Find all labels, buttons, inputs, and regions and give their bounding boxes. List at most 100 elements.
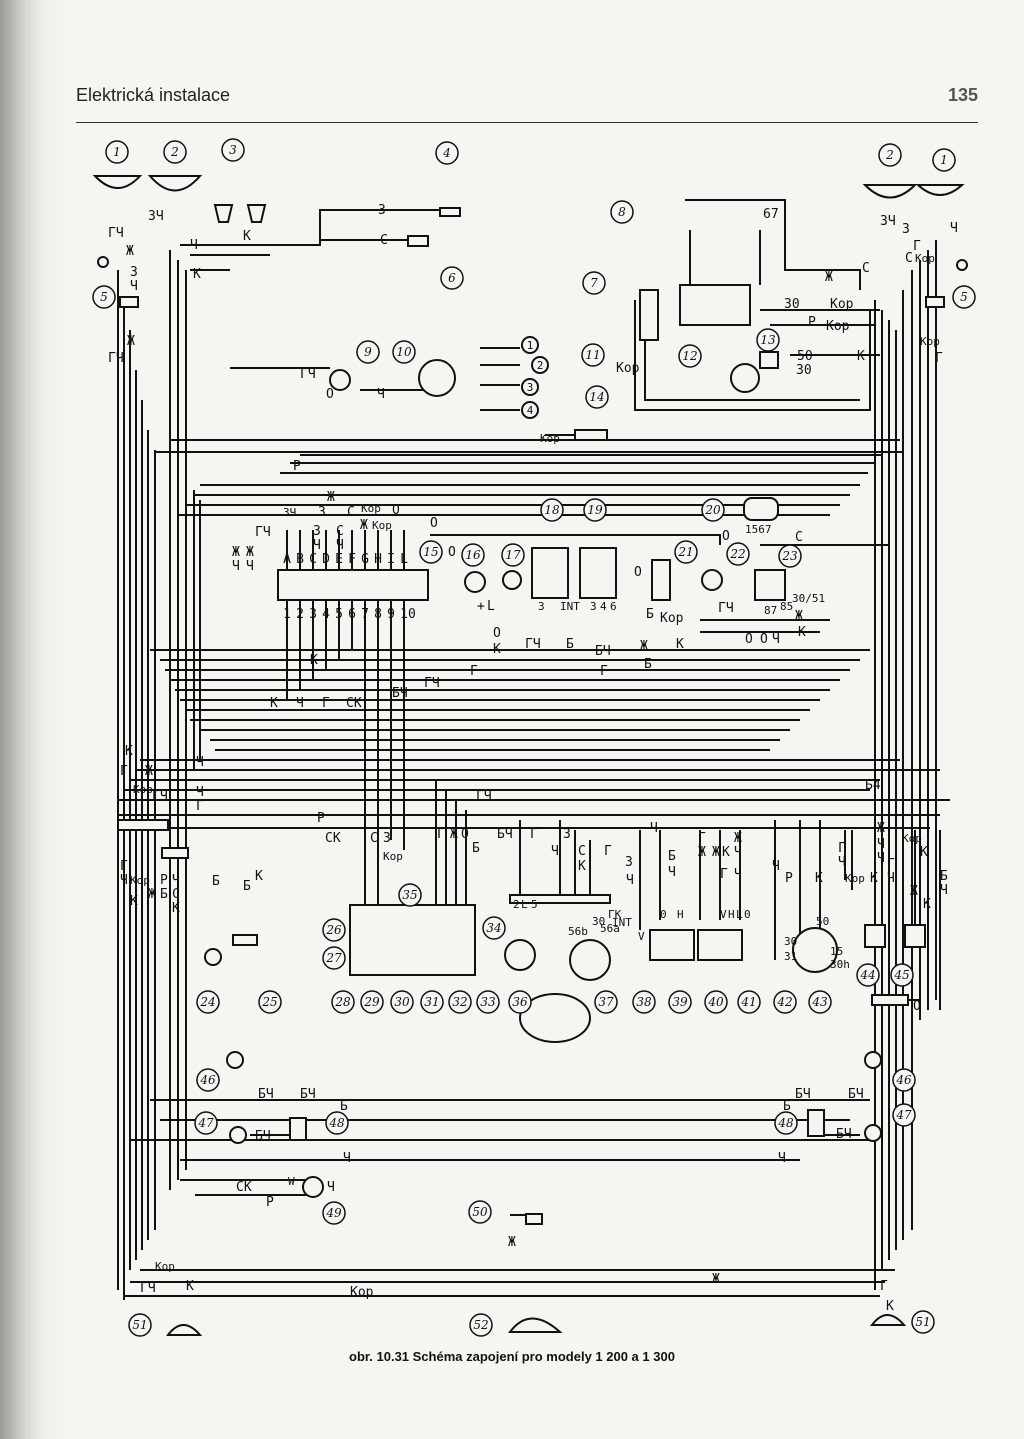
- connector-number: 2: [537, 359, 544, 372]
- wire-code: Ж: [360, 518, 368, 533]
- wire-code: БЧ: [595, 644, 611, 659]
- wire-code: Ч: [950, 221, 958, 236]
- wire-code: Г: [152, 789, 160, 804]
- component-number-label: 21: [677, 545, 693, 559]
- component-number-label: 4: [442, 146, 451, 160]
- components: [92, 175, 968, 1336]
- wire-code: ГЧ: [108, 226, 124, 241]
- fuse-letter: A: [283, 552, 291, 567]
- wire-code: З: [378, 203, 386, 218]
- terminal-label: W: [288, 1175, 295, 1188]
- wire-code: Ж: [450, 827, 458, 842]
- component-number-label: 5: [100, 290, 108, 304]
- wire-code: Б: [243, 879, 251, 894]
- wire-code: Кор: [902, 832, 922, 845]
- component-number-label: 48: [328, 1116, 345, 1130]
- wire-code: Ч: [778, 1151, 786, 1166]
- wire-code: С: [795, 530, 803, 545]
- wire-code: Кор: [130, 874, 150, 887]
- component-number-label: 47: [197, 1116, 214, 1130]
- wire-code: Ч: [877, 851, 885, 866]
- component-number-label: 46: [199, 1073, 216, 1087]
- wire-code: С: [380, 233, 388, 248]
- component-number-label: 30: [394, 995, 410, 1009]
- wire-code: З: [902, 222, 910, 237]
- wire-code: О: [760, 632, 768, 647]
- header-rule: [76, 122, 978, 123]
- component-number-label: 45: [893, 968, 909, 982]
- component-number-label: 50: [472, 1205, 488, 1219]
- wire-code: О: [493, 626, 501, 641]
- component-number-label: 15: [423, 545, 438, 559]
- wire-code: С: [172, 887, 180, 902]
- wire-code: Ч: [120, 873, 128, 888]
- wire-code: Ч: [172, 873, 180, 888]
- wire-code: БЧ: [497, 827, 513, 842]
- terminal-label: 56a: [600, 922, 620, 935]
- terminal-label: +: [477, 599, 485, 614]
- component-number-label: 1: [113, 145, 121, 159]
- wire-code: ГЧ: [718, 601, 734, 616]
- wire-code: Б: [783, 1099, 791, 1114]
- wire-code: К: [172, 901, 180, 916]
- wire-code: З: [318, 505, 326, 520]
- wire-code: О: [430, 516, 438, 531]
- terminal-label: 87: [764, 604, 777, 617]
- wire-code: Кор: [361, 502, 381, 515]
- wire-code-labels: З С К Ч К ГЧ Ж З Ч Ж ГЧ ЗЧ ГЧ О Ч Кор 67…: [108, 203, 958, 1314]
- wire-code: Ч: [772, 859, 780, 874]
- terminal-label: H: [728, 908, 735, 921]
- page-section-title: Elektrická instalace: [76, 85, 231, 105]
- component-number-label: 8: [618, 205, 626, 219]
- component-number-label: 18: [544, 503, 560, 517]
- wire-code: БЧ: [848, 1087, 864, 1102]
- component-number-label: 3: [229, 143, 237, 157]
- connector-number: 3: [527, 381, 534, 394]
- wire-code: З: [563, 827, 571, 842]
- wire-code: К: [798, 625, 806, 640]
- component-number-label: 19: [587, 503, 603, 517]
- wire-code: БЧ: [795, 1087, 811, 1102]
- wire-code: Г: [887, 857, 895, 872]
- wire-code: БЧ: [300, 1087, 316, 1102]
- component-number-label: 22: [729, 547, 745, 561]
- wire-code: Г: [720, 867, 728, 882]
- fuse-letter: C: [309, 552, 317, 567]
- wire-code: З: [383, 831, 391, 846]
- component-number-label: 41: [740, 995, 756, 1009]
- book-spine-shadow: [0, 0, 28, 1439]
- wire-code: Ж: [126, 244, 134, 259]
- component-number-label: 51: [132, 1318, 147, 1332]
- wire-code: О: [461, 827, 469, 842]
- wire-code: Ч: [343, 1151, 351, 1166]
- wire-code: Ч: [196, 785, 204, 800]
- wire-code: Г: [120, 859, 128, 874]
- component-number-label: 31: [424, 995, 439, 1009]
- terminal-label: 31: [784, 950, 797, 963]
- wire-code: Г: [196, 799, 204, 814]
- fuse-number: 1: [283, 607, 291, 622]
- wire-code: Б: [340, 1099, 348, 1114]
- terminal-label: INT: [612, 916, 632, 929]
- wire-code: С: [905, 251, 913, 266]
- wire-code: Р: [808, 315, 816, 330]
- wire-code: Кор: [383, 850, 403, 863]
- wire-code: О: [634, 565, 642, 580]
- wire-code: ГЧ: [255, 525, 271, 540]
- component-number-label: 16: [465, 548, 481, 562]
- wire-code: К: [870, 871, 878, 886]
- wire-code: Р: [317, 811, 325, 826]
- wire-code: К: [243, 229, 251, 244]
- wire-code: Ч: [734, 845, 742, 860]
- component-number-label: 12: [682, 349, 697, 363]
- fuse-number: 9: [387, 607, 395, 622]
- wire-code: Ч: [887, 871, 895, 886]
- component-number-label: 9: [364, 345, 372, 359]
- wires: [117, 199, 950, 1300]
- fuse-number: 6: [348, 607, 356, 622]
- wire-code: Ч: [626, 873, 634, 888]
- wire-code: К: [125, 744, 133, 759]
- wire-code: Ч: [940, 883, 948, 898]
- wire-code: Б: [160, 887, 168, 902]
